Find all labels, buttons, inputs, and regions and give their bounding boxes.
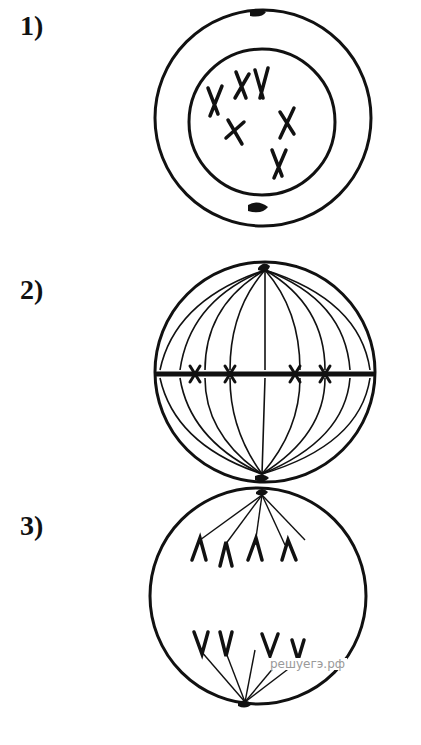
watermark: решуегэ.рф	[268, 658, 347, 670]
stage-number: 1)	[20, 12, 43, 40]
stage-number: 3)	[20, 512, 43, 540]
stage-number: 2)	[20, 276, 43, 304]
